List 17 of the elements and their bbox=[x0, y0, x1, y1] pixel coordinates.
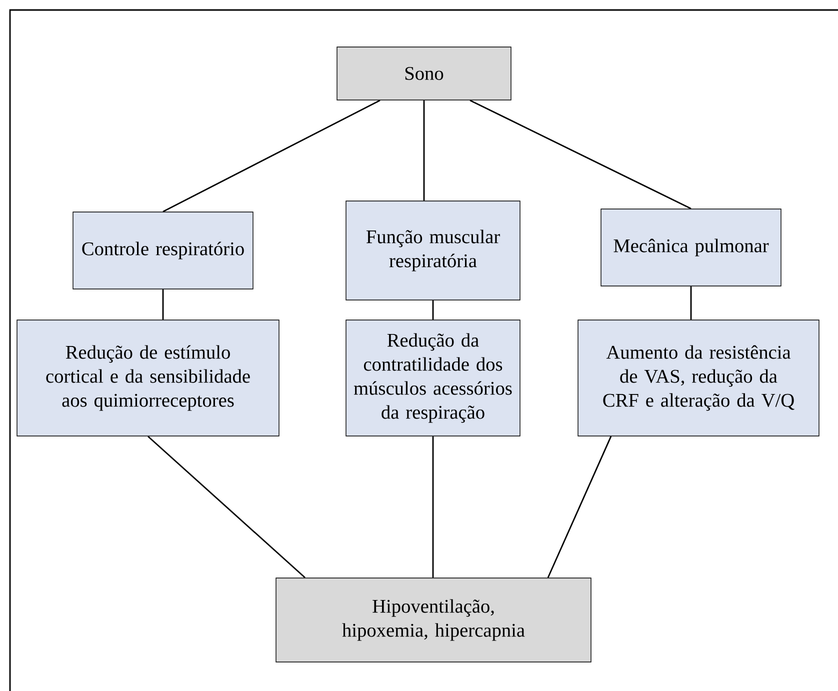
connector-line bbox=[162, 289, 164, 320]
outcome-box: Hipoventilação, hipoxemia, hipercapnia bbox=[276, 578, 592, 662]
connector-line bbox=[148, 436, 306, 578]
connector-line bbox=[470, 100, 692, 210]
connector-line bbox=[432, 436, 434, 578]
factor-box: Redução da contratilidade dos músculos acessórios da respiração bbox=[346, 320, 520, 436]
connector-line bbox=[432, 300, 434, 320]
factor-box: Controle respiratório bbox=[72, 212, 254, 290]
connector-line bbox=[162, 100, 380, 212]
factor-box: Redução de estímulo cortical e da sensibilidade aos quimiorreceptores bbox=[16, 320, 280, 436]
connector-line bbox=[547, 436, 612, 578]
connector-line bbox=[690, 286, 692, 320]
outcome-box: Sono bbox=[336, 46, 512, 100]
factor-box: Mecânica pulmonar bbox=[600, 208, 782, 286]
factor-box: Aumento da resistência de VAS, redução da CRF e alteração da V/Q bbox=[578, 320, 820, 436]
factor-box: Função muscular respiratória bbox=[346, 200, 520, 300]
connector-line bbox=[423, 100, 425, 201]
